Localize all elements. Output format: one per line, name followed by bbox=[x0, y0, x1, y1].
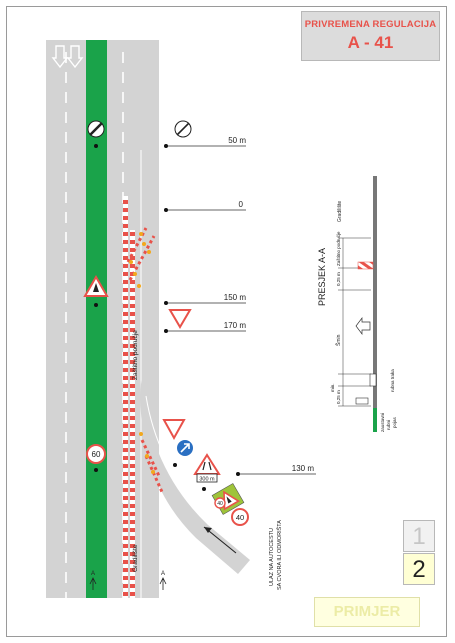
narrowing-warning-sign bbox=[193, 453, 221, 475]
section-shoulder bbox=[373, 408, 377, 432]
page-number-2[interactable]: 2 bbox=[403, 553, 435, 585]
arrow-down-icon bbox=[51, 45, 69, 69]
distance-label-0: 0 bbox=[239, 200, 244, 209]
entry-label-line2: SA CVORA ILI ODMORIŠTA bbox=[276, 520, 283, 590]
distance-label-150: 150 m bbox=[224, 293, 247, 302]
section-barrier bbox=[357, 261, 374, 270]
section-zone-label: Zaštitno područje bbox=[336, 231, 341, 266]
arrow-head-icon bbox=[204, 527, 212, 533]
yield-sign bbox=[162, 419, 186, 441]
sheet-border bbox=[6, 6, 447, 637]
speed-limit-value: 40 bbox=[236, 513, 244, 522]
distance-plate bbox=[196, 473, 218, 483]
taper-barrier bbox=[126, 227, 148, 263]
speed-limit-sign-40 bbox=[231, 508, 249, 526]
worksite-label: Gradilište bbox=[132, 544, 139, 572]
section-pavement bbox=[373, 176, 377, 408]
sign-post-dot bbox=[202, 487, 206, 491]
keep-left-sign bbox=[177, 440, 193, 456]
example-stamp: PRIMJER bbox=[314, 597, 420, 627]
speed-limit-value: 60 bbox=[92, 450, 101, 459]
roadworks-warning-sign bbox=[83, 275, 109, 297]
page-number-1[interactable]: 1 bbox=[403, 520, 435, 552]
distance-dot bbox=[164, 208, 168, 212]
sign-post-dot bbox=[94, 303, 98, 307]
speed-limit-sign-60 bbox=[86, 444, 106, 464]
end-restriction-sign bbox=[174, 120, 192, 138]
yield-sign bbox=[168, 309, 192, 329]
barrier-strip-inner bbox=[123, 196, 128, 598]
section-marker-a: A bbox=[91, 571, 95, 577]
distance-plate-text: 300 m bbox=[199, 477, 215, 483]
section-dim-label-3: min. bbox=[330, 383, 335, 392]
entry-label-line1: ULAZ NA AUTOCESTU bbox=[269, 528, 275, 586]
title-line-2: A - 41 bbox=[347, 33, 394, 52]
entry-ramp bbox=[140, 380, 250, 574]
section-strip-label: rubna traka bbox=[390, 369, 395, 392]
arrow-down-icon bbox=[66, 45, 84, 69]
distance-label-170: 170 m bbox=[224, 321, 247, 330]
sign-post-dot bbox=[173, 463, 177, 467]
title-box: PRIVREMENA REGULACIJA A - 41 bbox=[301, 11, 440, 61]
sign-post-dot bbox=[94, 468, 98, 472]
section-rail bbox=[355, 397, 369, 405]
distance-dot bbox=[164, 329, 168, 333]
section-marker-a: A bbox=[161, 571, 165, 577]
section-site-label: Gradilište bbox=[337, 201, 343, 222]
speed-limit-value: 40 bbox=[217, 501, 223, 507]
section-dimension-lines bbox=[338, 237, 371, 407]
protection-zone-label: Zaštitno područje bbox=[132, 330, 139, 380]
section-arrow-icon bbox=[89, 577, 97, 590]
section-post bbox=[369, 373, 377, 387]
section-dim-label-2: Šmin bbox=[335, 334, 342, 346]
distance-label-50: 50 m bbox=[228, 136, 246, 145]
taper-barrier bbox=[144, 455, 164, 493]
section-dim-label-1: 0,25 m bbox=[336, 272, 341, 286]
distance-label-130: 130 m bbox=[292, 464, 315, 473]
section-dim-label-4: 0,25 m bbox=[336, 390, 341, 404]
section-arrow-icon bbox=[159, 577, 167, 590]
section-title: PRESJEK A-A bbox=[317, 248, 327, 306]
end-restriction-sign bbox=[87, 120, 105, 138]
taper-barrier bbox=[140, 439, 162, 479]
ramp-edge-line bbox=[145, 395, 253, 554]
warning-lamps bbox=[129, 232, 155, 474]
section-shoulder-label-3: pojas bbox=[392, 416, 397, 428]
sign-post-dot bbox=[94, 144, 98, 148]
section-shoulder-label-1: zaustavni bbox=[380, 413, 385, 432]
distance-dot bbox=[164, 301, 168, 305]
arrow-left-icon bbox=[355, 316, 371, 336]
title-line-1: PRIVREMENA REGULACIJA bbox=[304, 19, 437, 30]
section-shoulder-label-2: rubni bbox=[386, 420, 391, 430]
speed-limit-sign-small bbox=[214, 497, 226, 509]
distance-dot bbox=[164, 144, 168, 148]
distance-dot bbox=[236, 472, 240, 476]
barrier-strip-outer bbox=[130, 230, 135, 598]
